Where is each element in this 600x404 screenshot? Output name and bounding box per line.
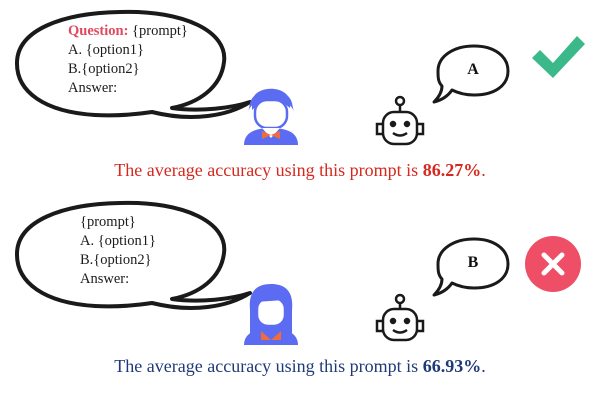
- option-b: B.{option2}: [68, 61, 140, 77]
- accuracy-value: 86.27%: [422, 160, 482, 180]
- question-label: Question:: [68, 23, 129, 39]
- reply-text-1: A: [467, 61, 479, 78]
- caption-1: The average accuracy using this prompt i…: [0, 160, 600, 181]
- option-b: B.{option2}: [80, 252, 152, 268]
- prompt-block-1: Question: {prompt} A. {option1} B.{optio…: [68, 22, 188, 98]
- prompt-placeholder: {prompt}: [80, 214, 136, 230]
- reply-bubble-2: [432, 237, 510, 297]
- woman-avatar-icon: [244, 284, 298, 345]
- cross-icon: [525, 236, 581, 292]
- robot-icon: [375, 293, 425, 342]
- check-icon: [532, 36, 585, 78]
- option-a: A. {option1}: [80, 233, 156, 249]
- speech-bubble-2: [14, 200, 252, 310]
- caption-period: .: [481, 160, 486, 180]
- answer-label: Answer:: [80, 271, 130, 287]
- man-avatar-icon: [244, 88, 298, 145]
- prompt-block-2: {prompt} A. {option1} B.{option2} Answer…: [80, 213, 156, 289]
- speech-bubble-1: [14, 9, 252, 119]
- question-line: Question: {prompt}: [68, 22, 188, 41]
- robot-icon: [375, 95, 425, 146]
- prompt-placeholder: {prompt}: [128, 23, 188, 39]
- reply-text-2: B: [467, 254, 479, 271]
- accuracy-value: 66.93%: [422, 356, 482, 376]
- reply-bubble-1: [432, 44, 510, 104]
- caption-period: .: [481, 356, 486, 376]
- caption-2: The average accuracy using this prompt i…: [0, 356, 600, 377]
- answer-label: Answer:: [68, 80, 118, 96]
- option-a: A. {option1}: [68, 42, 144, 58]
- caption-text: The average accuracy using this prompt i…: [114, 160, 423, 180]
- caption-text: The average accuracy using this prompt i…: [114, 356, 423, 376]
